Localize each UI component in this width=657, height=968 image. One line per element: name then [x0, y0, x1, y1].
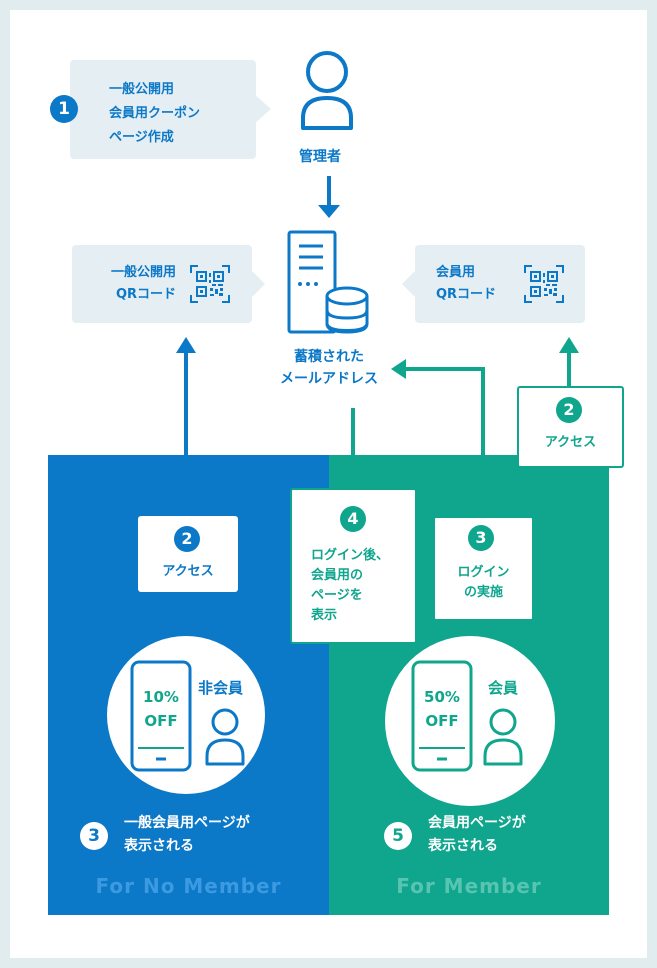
nonmember-access-label: アクセス: [162, 564, 214, 579]
nonmember-label: 非会員: [198, 679, 244, 697]
login-text: ログイン の実施: [457, 565, 510, 600]
member-access-line: [553, 353, 571, 707]
step-number-3: 3: [80, 822, 108, 850]
admin-person-icon: [301, 51, 353, 130]
admin-to-server-arrowhead: [318, 205, 340, 218]
step-number-1: 1: [50, 95, 78, 123]
member-footer: For Member: [396, 874, 542, 898]
smartphone-icon: [130, 660, 192, 772]
step-number-2: 2: [556, 397, 582, 423]
member-access-label: アクセス: [544, 435, 597, 450]
login-arrowhead: [391, 359, 406, 379]
member-off: OFF: [425, 712, 459, 730]
step-number-4: 4: [340, 506, 366, 532]
qr-code-icon: [190, 265, 230, 303]
server-label: 蓄積された メールアドレス: [280, 349, 378, 387]
smartphone-icon: [411, 660, 473, 772]
member-person-icon: [483, 708, 523, 766]
member-discount: 50%: [424, 688, 460, 706]
server-database-icon: [287, 230, 369, 334]
qr-code-icon: [524, 265, 564, 303]
nonmember-off: OFF: [144, 712, 178, 730]
member-access-arrowhead: [559, 337, 579, 353]
show-page-arrowhead: [371, 724, 384, 742]
admin-label: 管理者: [299, 149, 341, 165]
admin-callout-tail: [255, 95, 271, 123]
step-number-2: 2: [174, 526, 200, 552]
admin-callout-text: 一般公開用 会員用クーポン ページ作成: [109, 82, 201, 145]
qr-member-text: 会員用 QRコード: [436, 265, 497, 302]
nonmember-footer: For No Member: [95, 874, 282, 898]
qr-member-callout-tail: [402, 270, 416, 298]
admin-callout: [70, 60, 256, 159]
nonmember-discount: 10%: [143, 688, 179, 706]
member-result-text: 会員用ページが 表示される: [428, 815, 526, 854]
qr-public-text: 一般公開用 QRコード: [110, 265, 176, 302]
step-number-5: 5: [384, 822, 412, 850]
nonmember-result-text: 一般会員用ページが 表示される: [124, 815, 250, 854]
nonmember-access-arrowhead: [176, 337, 196, 353]
qr-public-callout-tail: [251, 270, 265, 298]
member-label: 会員: [488, 679, 519, 697]
nonmember-person-icon: [205, 708, 245, 766]
step-number-3: 3: [468, 525, 494, 551]
show-page-text: ログイン後、 会員用の ページを 表示: [311, 548, 390, 623]
